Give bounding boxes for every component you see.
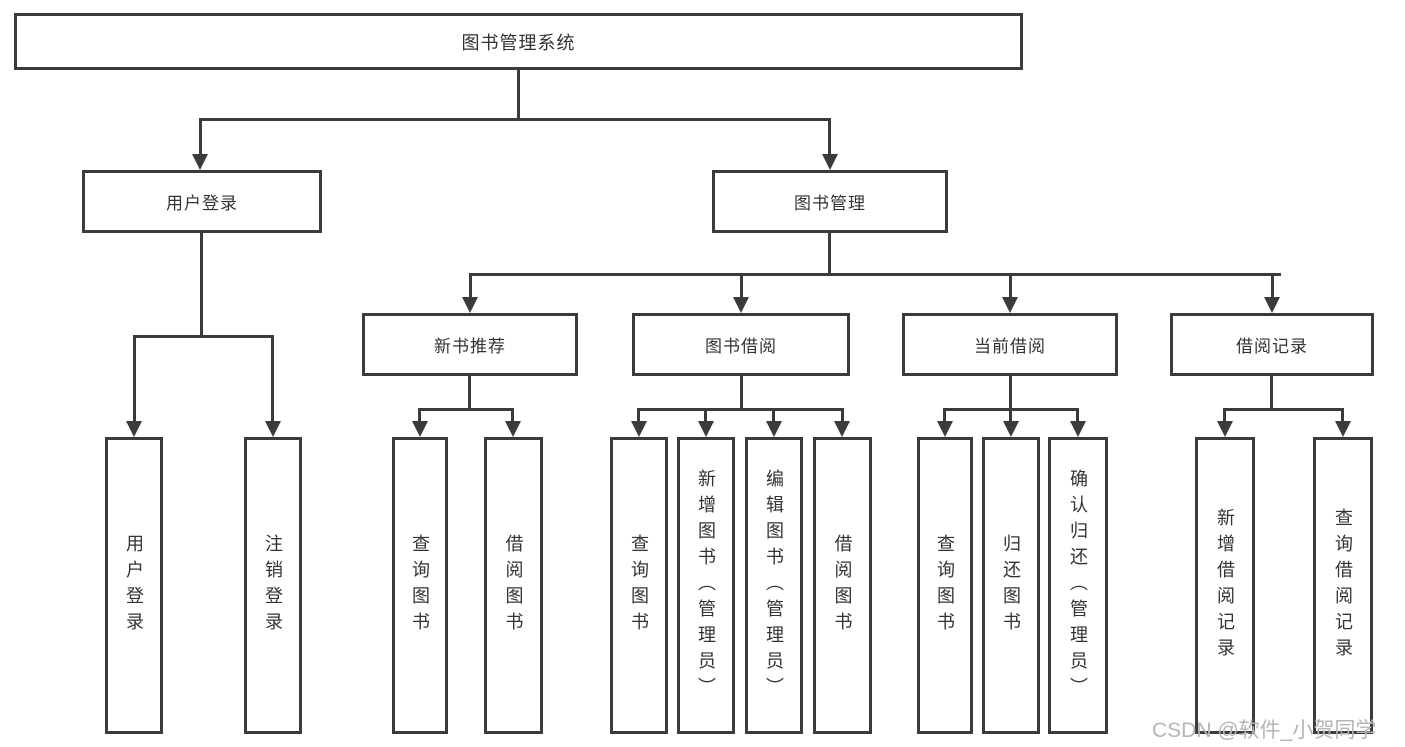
leaf-label: 查询图书 [410,533,430,638]
leaf-logout: 注销登录 [244,437,302,734]
node-root-label: 图书管理系统 [461,32,576,53]
arrow-down-icon [192,154,208,170]
node-new-book-recommend-label: 新书推荐 [434,337,506,356]
connector-leaf [943,408,946,421]
arrow-down-icon [766,421,782,437]
connector-to-borrow-records [1271,273,1274,297]
arrow-down-icon [1264,297,1280,313]
leaf-query-borrow-record: 查询借阅记录 [1313,437,1373,734]
connector-leaf [1009,408,1012,421]
connector-leaf [637,408,640,421]
arrow-down-icon [265,421,281,437]
connector-book-borrow-stem [740,376,743,408]
node-borrow-records: 借阅记录 [1170,313,1374,376]
connector-leaf [1076,408,1079,421]
leaf-label: 用户登录 [124,533,144,638]
connector-book-management-stem [828,233,831,273]
arrow-down-icon [698,421,714,437]
arrow-down-icon [1335,421,1351,437]
node-user-login-label: 用户登录 [166,194,238,213]
leaf-edit-book-admin: 编辑图书（管理员） [745,437,803,734]
connector-borrow-records-bar [1224,408,1344,411]
connector-user-login-stem [200,233,203,335]
connector-leaf [1223,408,1226,421]
connector-leaf [511,408,514,421]
arrow-down-icon [505,421,521,437]
leaf-return-book: 归还图书 [982,437,1040,734]
arrow-down-icon [126,421,142,437]
leaf-add-borrow-record: 新增借阅记录 [1195,437,1255,734]
arrow-down-icon [822,154,838,170]
arrow-down-icon [631,421,647,437]
connector-book-borrow-bar [638,408,843,411]
node-book-borrow: 图书借阅 [632,313,850,376]
leaf-label: 新增借阅记录 [1215,507,1235,664]
arrow-down-icon [462,297,478,313]
node-root: 图书管理系统 [14,13,1023,70]
leaf-query-books-current: 查询图书 [917,437,973,734]
arrow-down-icon [1003,421,1019,437]
leaf-borrow-books-recommend: 借阅图书 [484,437,543,734]
leaf-label: 注销登录 [263,533,283,638]
node-current-borrow: 当前借阅 [902,313,1118,376]
node-current-borrow-label: 当前借阅 [974,337,1046,356]
node-new-book-recommend: 新书推荐 [362,313,578,376]
arrow-down-icon [1070,421,1086,437]
connector-user-login-bar [133,335,274,338]
connector-root-stem [517,70,520,118]
connector-to-new-book-recommend [469,273,472,297]
connector-to-user-login [199,118,202,154]
connector-leaf [418,408,421,421]
arrow-down-icon [1002,297,1018,313]
leaf-label: 查询借阅记录 [1333,507,1353,664]
leaf-query-books-recommend: 查询图书 [392,437,448,734]
leaf-add-book-admin: 新增图书（管理员） [677,437,735,734]
node-user-login: 用户登录 [82,170,322,233]
leaf-confirm-return-admin: 确认归还（管理员） [1048,437,1108,734]
connector-current-borrow-stem [1009,376,1012,408]
leaf-label: 归还图书 [1001,533,1021,638]
connector-new-book-recommend-bar [419,408,514,411]
leaf-label: 新增图书（管理员） [696,468,716,703]
leaf-label: 查询图书 [629,533,649,638]
arrow-down-icon [937,421,953,437]
node-book-management: 图书管理 [712,170,948,233]
leaf-user-login: 用户登录 [105,437,163,734]
arrow-down-icon [412,421,428,437]
connector-leaf [772,408,775,421]
connector-book-management-bar [469,273,1281,276]
leaf-label: 确认归还（管理员） [1068,468,1088,703]
connector-to-current-borrow [1009,273,1012,297]
leaf-label: 查询图书 [935,533,955,638]
node-borrow-records-label: 借阅记录 [1236,337,1308,356]
connector-to-leaf-user-login [133,335,136,421]
connector-leaf [841,408,844,421]
connector-leaf [1341,408,1344,421]
connector-root-bar [199,118,831,121]
connector-to-leaf-logout [271,335,274,421]
node-book-management-label: 图书管理 [794,194,866,213]
connector-to-book-borrow [740,273,743,297]
leaf-label: 编辑图书（管理员） [764,468,784,703]
node-book-borrow-label: 图书借阅 [705,337,777,356]
leaf-label: 借阅图书 [832,533,853,638]
csdn-watermark: CSDN @软件_小贺同学 [1152,719,1377,742]
connector-new-book-recommend-stem [468,376,471,408]
leaf-label: 借阅图书 [503,533,524,638]
leaf-query-books-borrow: 查询图书 [610,437,668,734]
arrow-down-icon [733,297,749,313]
connector-borrow-records-stem [1270,376,1273,408]
leaf-borrow-books-borrow: 借阅图书 [813,437,872,734]
connector-to-book-management [828,118,831,154]
arrow-down-icon [834,421,850,437]
arrow-down-icon [1217,421,1233,437]
connector-leaf [704,408,707,421]
